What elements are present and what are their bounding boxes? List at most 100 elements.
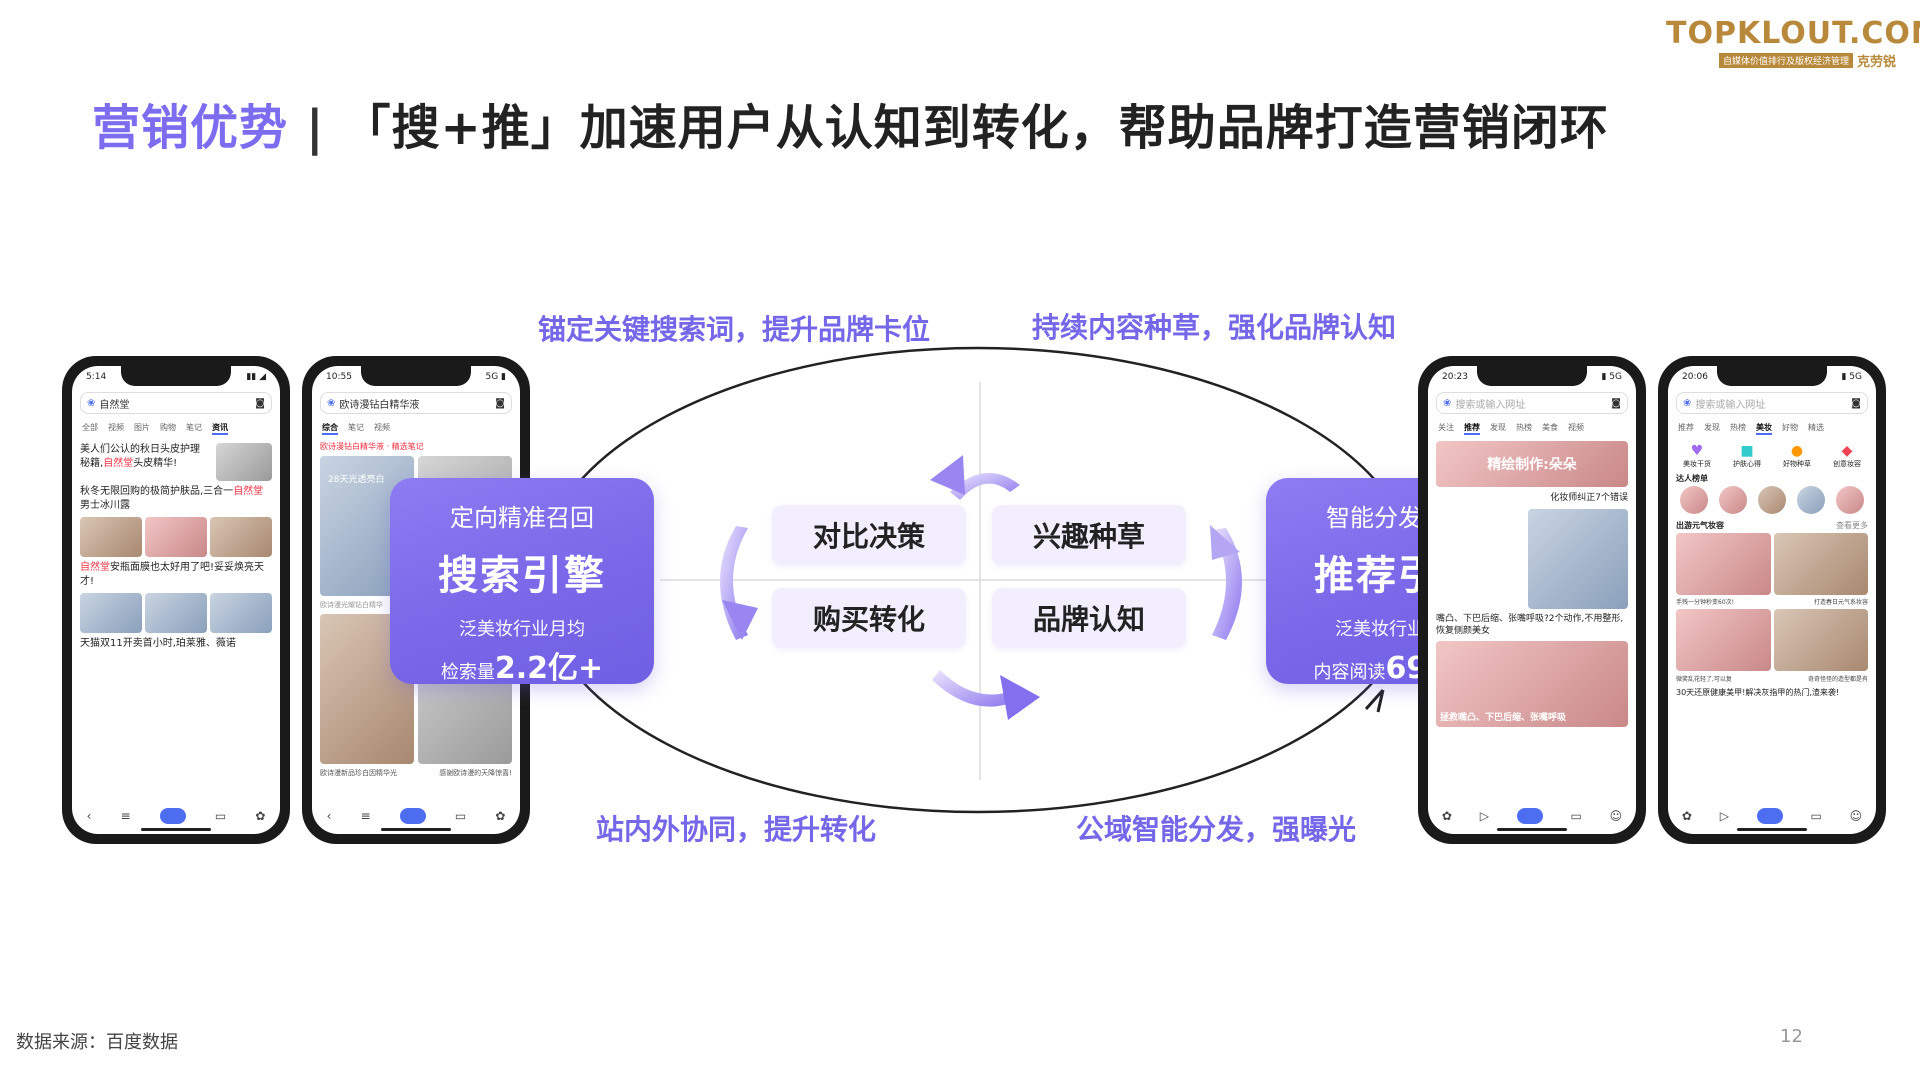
video-icon[interactable]: ▷ [1479, 809, 1489, 823]
home-icon[interactable]: ✿ [1681, 809, 1692, 823]
feed-item-title[interactable]: 30天还原健康美甲!解决灰指甲的热门,渣来袭! [1676, 688, 1840, 697]
mic-button[interactable] [1516, 808, 1543, 824]
logo-name-cn: 克劳锐 [1856, 55, 1896, 70]
tab-notes[interactable]: 笔记 [186, 423, 202, 432]
status-time: 10:55 [326, 372, 352, 382]
baidu-paw-icon: ❀ [87, 397, 96, 409]
phone-feed-1: 20:23▮ 5G ❀搜索或输入网址◙ 关注推荐发现热榜美食视频 精绘制作:朵朵… [1418, 356, 1646, 844]
cycle-arrow-left-icon [720, 526, 748, 640]
bottom-nav: ✿ ▷ ▭ ☺ [1428, 808, 1636, 824]
result-thumbnail [210, 593, 272, 633]
tabs-icon[interactable]: ▭ [214, 809, 227, 823]
menu-icon[interactable]: ≡ [360, 809, 371, 823]
tab-discover[interactable]: 发现 [1490, 423, 1506, 432]
mic-button[interactable] [399, 808, 426, 824]
category-creative[interactable]: ◆创意妆容 [1833, 443, 1861, 468]
result-thumbnail [80, 593, 142, 633]
content-thumbnail[interactable] [1676, 533, 1771, 595]
tab-shopping[interactable]: 购物 [160, 423, 176, 432]
camera-icon[interactable]: ◙ [1851, 397, 1861, 409]
avatar[interactable] [1718, 486, 1747, 514]
search-input[interactable]: ❀自然堂◙ [80, 392, 272, 414]
back-icon[interactable]: ‹ [326, 809, 332, 823]
tab-images[interactable]: 图片 [134, 423, 150, 432]
bottom-nav: ✿ ▷ ▭ ☺ [1668, 808, 1876, 824]
feed-tabs: 关注 推荐 发现 热榜 美食 视频 [1428, 418, 1636, 439]
video-icon[interactable]: ▷ [1719, 809, 1729, 823]
home-icon[interactable]: ✿ [1441, 809, 1452, 823]
tab-all[interactable]: 全部 [82, 423, 98, 432]
tab-hot[interactable]: 热榜 [1516, 423, 1532, 432]
result-thumbnail [210, 517, 272, 557]
tab-discover[interactable]: 发现 [1704, 423, 1720, 432]
feed-item-title[interactable]: 嘴凸、下巴后缩、张嘴呼吸?2个动作,不用整形,恢复侧颜美女 [1436, 614, 1624, 636]
cycle-arrowhead-bottom-icon [1000, 675, 1040, 720]
search-tabs: 综合 笔记 视频 [312, 418, 520, 439]
camera-icon[interactable]: ◙ [1611, 397, 1621, 409]
product-image-text: 28天光透亮白 [328, 475, 385, 485]
tab-recommend[interactable]: 推荐 [1678, 423, 1694, 432]
search-input[interactable]: ❀欧诗漫钻白精华液◙ [320, 392, 512, 414]
tab-overview[interactable]: 综合 [322, 422, 338, 435]
message-icon[interactable]: ▭ [1810, 809, 1822, 823]
content-caption: 手残一分钟秒变60次! [1676, 599, 1735, 606]
result-item[interactable]: 天猫双11开卖首小时,珀莱雅、薇诺 [80, 638, 236, 649]
back-icon[interactable]: ‹ [86, 809, 92, 823]
section-talent-list: 达人榜单 [1676, 474, 1708, 483]
tab-video[interactable]: 视频 [108, 423, 124, 432]
search-tabs: 全部 视频 图片 购物 笔记 资讯 [72, 418, 280, 439]
result-item[interactable]: 自然堂安瓶面膜也太好用了吧!妥妥焕亮天才! [80, 562, 265, 587]
content-thumbnail[interactable] [1676, 609, 1771, 671]
avatar[interactable] [1797, 486, 1826, 514]
camera-icon[interactable]: ◙ [255, 397, 265, 409]
tab-goods[interactable]: 好物 [1782, 423, 1798, 432]
content-thumbnail[interactable] [1773, 533, 1868, 595]
notes-banner: 欧诗漫钻白精华液 · 精选笔记 [320, 442, 424, 451]
search-engine-metric-prefix: 检索量 [440, 662, 495, 683]
tab-beauty[interactable]: 美妆 [1756, 422, 1772, 435]
profile-icon[interactable]: ☺ [1609, 809, 1623, 823]
result-item[interactable]: 秋冬无限回购的极简护肤品,三合一自然堂男士冰川露 [80, 486, 264, 511]
tab-video[interactable]: 视频 [1568, 423, 1584, 432]
avatar[interactable] [1757, 486, 1786, 514]
feed-video-thumbnail[interactable] [1528, 509, 1628, 609]
search-input[interactable]: ❀搜索或输入网址◙ [1676, 392, 1868, 414]
result-item[interactable]: 美人们公认的秋日头皮护理秘籍,自然堂头皮精华! [80, 444, 200, 469]
status-time: 20:06 [1682, 372, 1708, 382]
paw-icon[interactable]: ✿ [255, 809, 266, 823]
camera-icon[interactable]: ◙ [495, 397, 505, 409]
status-time: 20:23 [1442, 372, 1468, 382]
category-makeup-tips[interactable]: ♥美妆干货 [1683, 443, 1711, 468]
tab-notes[interactable]: 笔记 [348, 423, 364, 432]
quadrant-brand-awareness: 品牌认知 [992, 588, 1186, 648]
menu-icon[interactable]: ≡ [120, 809, 131, 823]
see-more-link[interactable]: 查看更多 [1836, 521, 1868, 530]
search-engine-title: 搜索引擎 [438, 553, 606, 599]
tab-featured[interactable]: 精选 [1808, 423, 1824, 432]
feed-banner[interactable]: 精绘制作:朵朵 [1436, 441, 1628, 487]
result-thumbnail [145, 593, 207, 633]
message-icon[interactable]: ▭ [1570, 809, 1582, 823]
paw-icon[interactable]: ✿ [495, 809, 506, 823]
bottom-nav: ‹ ≡ ▭ ✿ [312, 808, 520, 824]
avatar[interactable] [1679, 486, 1708, 514]
feed-video-thumbnail[interactable]: 拯救嘴凸、下巴后缩、张嘴呼吸 [1436, 641, 1628, 727]
tab-food[interactable]: 美食 [1542, 423, 1558, 432]
content-thumbnail[interactable] [1773, 609, 1868, 671]
category-goods[interactable]: ●好物种草 [1783, 443, 1811, 468]
content-caption: 奇奇怪怪的造型都是有 [1807, 676, 1868, 683]
search-input[interactable]: ❀搜索或输入网址◙ [1436, 392, 1628, 414]
result-thumbnail [145, 517, 207, 557]
mic-button[interactable] [1756, 808, 1783, 824]
mic-button[interactable] [159, 808, 186, 824]
profile-icon[interactable]: ☺ [1849, 809, 1863, 823]
tab-hot[interactable]: 热榜 [1730, 423, 1746, 432]
tabs-icon[interactable]: ▭ [454, 809, 467, 823]
tab-video[interactable]: 视频 [374, 423, 390, 432]
tab-recommend[interactable]: 推荐 [1464, 422, 1480, 435]
avatar[interactable] [1836, 486, 1865, 514]
category-skincare[interactable]: ■护肤心得 [1733, 443, 1761, 468]
tab-follow[interactable]: 关注 [1438, 423, 1454, 432]
result-thumbnail [216, 443, 272, 481]
tab-news[interactable]: 资讯 [212, 422, 228, 435]
